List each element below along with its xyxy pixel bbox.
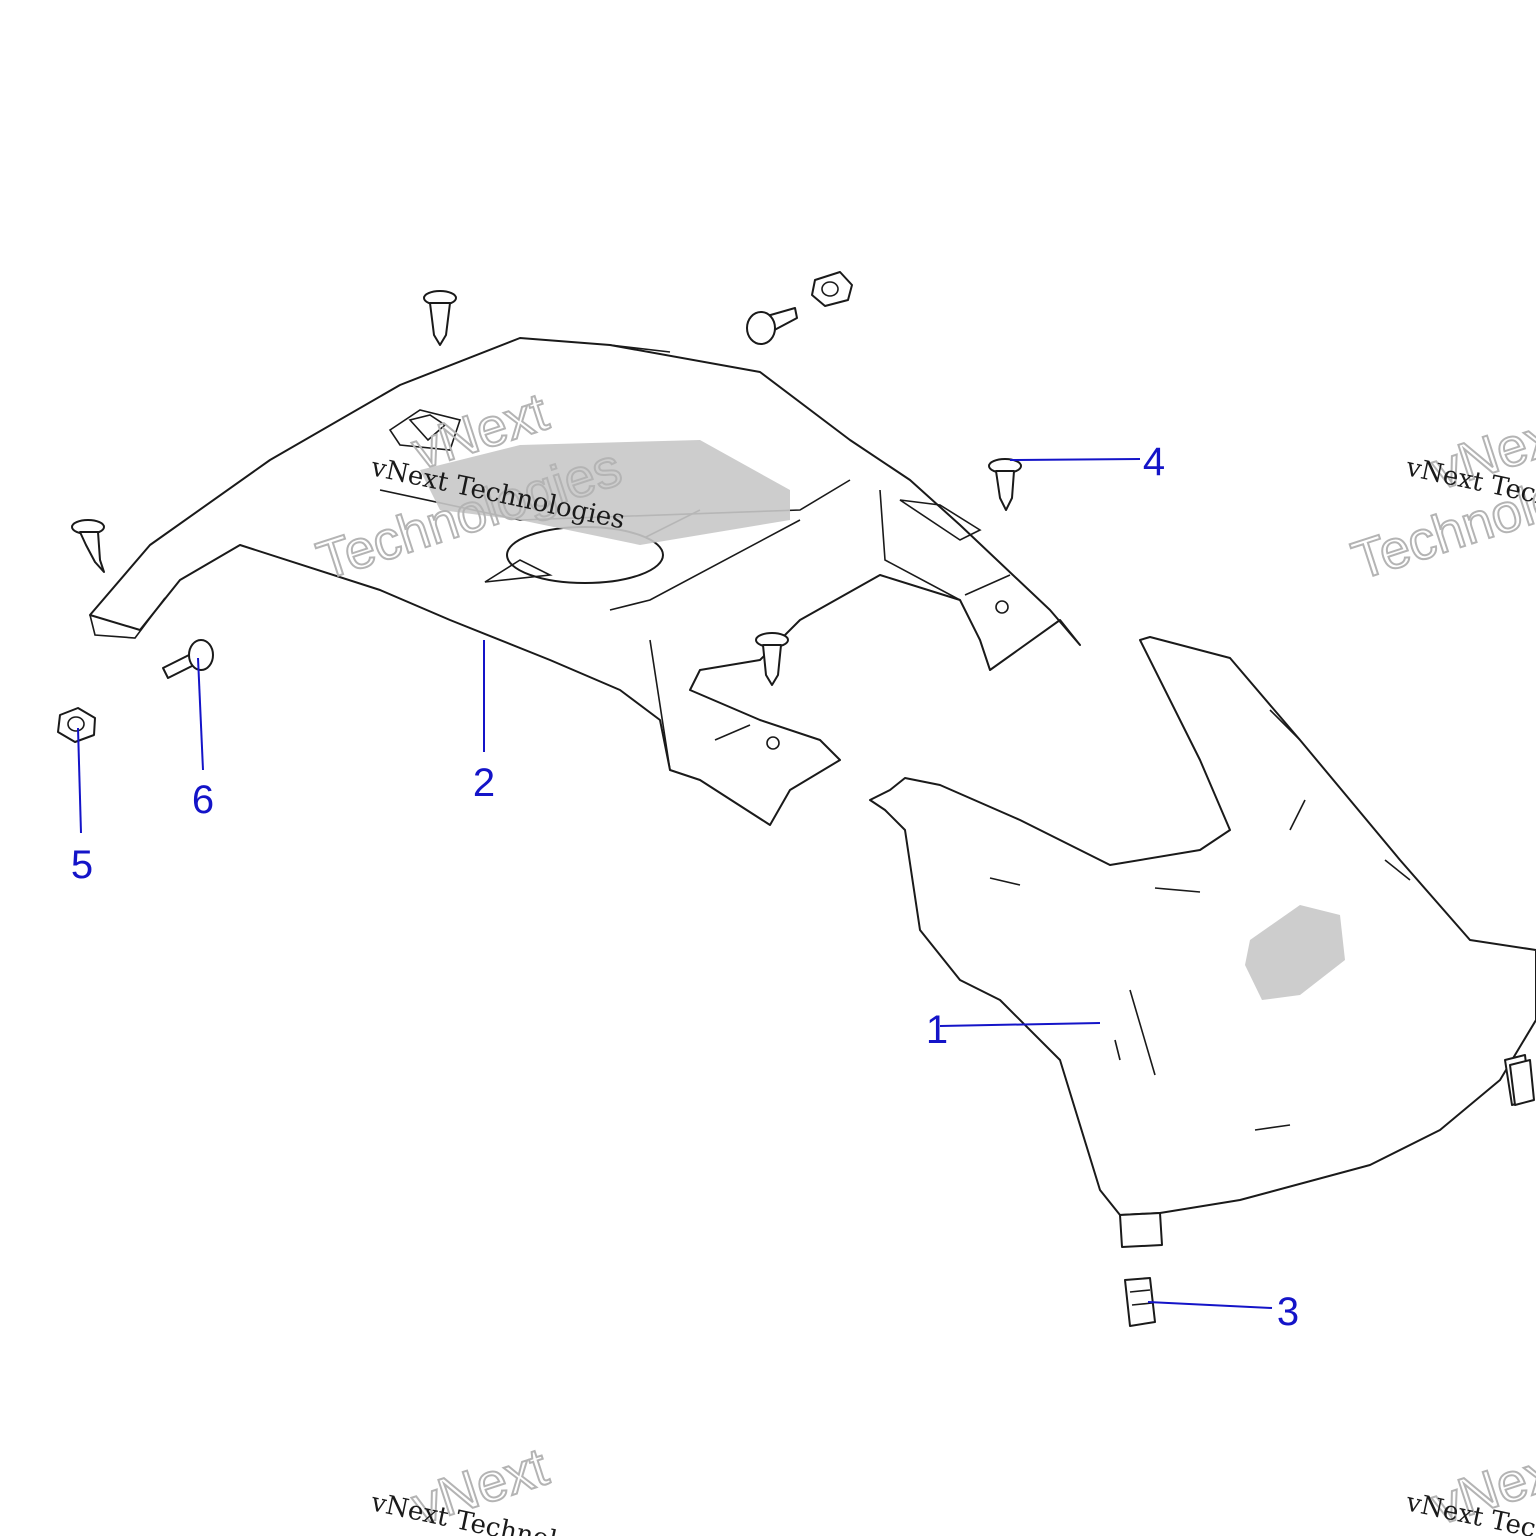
bolt-top bbox=[746, 307, 798, 345]
push-rivet-left bbox=[71, 519, 105, 573]
clip-item-3 bbox=[1124, 1277, 1156, 1327]
callout-leaders bbox=[77, 458, 1273, 1309]
part-1-lower-panel bbox=[869, 636, 1536, 1248]
watermark-bottom-center: vNext vNext Technologies bbox=[368, 1436, 628, 1536]
watermark-top-right: vNext Technologies vNext Technologies bbox=[1344, 401, 1536, 593]
push-rivet-center bbox=[755, 632, 789, 686]
bolt-item-6 bbox=[162, 639, 214, 679]
clip-right-edge bbox=[1509, 1059, 1535, 1106]
callout-2: 2 bbox=[473, 761, 495, 805]
callout-5: 5 bbox=[71, 843, 93, 887]
push-rivet-item-4 bbox=[988, 458, 1022, 511]
push-rivet-top bbox=[423, 290, 457, 346]
nut-top bbox=[811, 271, 853, 307]
callout-1: 1 bbox=[926, 1008, 948, 1052]
watermark-bottom-right: vNext vNext Technologies bbox=[1403, 1436, 1536, 1536]
part-2-upper-cover bbox=[89, 337, 1081, 826]
nut-item-5 bbox=[57, 707, 96, 743]
callout-6: 6 bbox=[192, 778, 214, 822]
callout-4: 4 bbox=[1143, 440, 1165, 484]
callout-3: 3 bbox=[1277, 1290, 1299, 1334]
